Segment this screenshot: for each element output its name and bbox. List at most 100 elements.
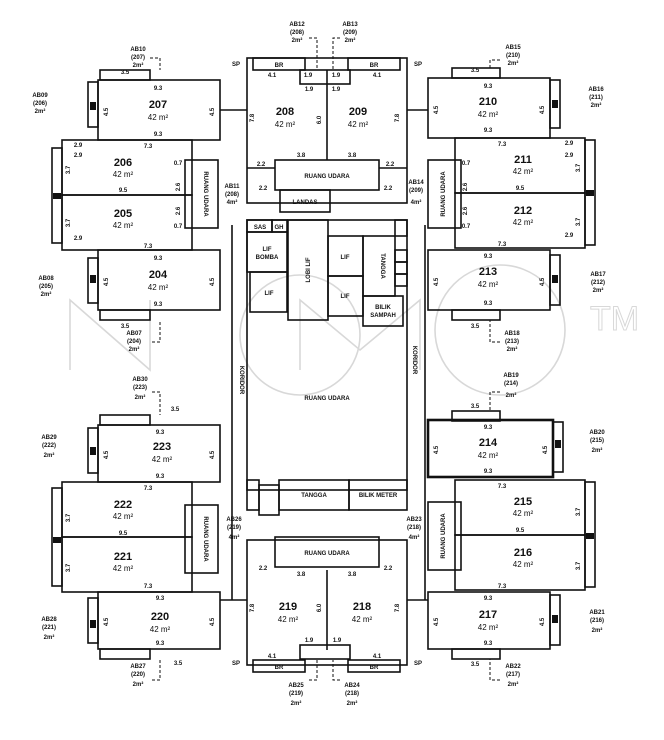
left-wing <box>51 69 233 660</box>
unit-area: 42 m² <box>148 113 169 122</box>
dimension: 9.3 <box>156 430 165 436</box>
svg-text:2m²: 2m² <box>508 681 519 688</box>
ac-ledge: AB23(218)4m² <box>406 517 422 541</box>
lift-label: LIF <box>265 291 274 297</box>
dimension: 9.3 <box>484 254 493 260</box>
dimension: 0.7 <box>174 224 183 230</box>
dimension: 4.5 <box>104 617 110 626</box>
svg-text:2m²: 2m² <box>347 700 358 707</box>
svg-text:2m²: 2m² <box>133 681 144 688</box>
dimension: 3.5 <box>121 324 130 330</box>
unit-area: 42 m² <box>348 120 369 129</box>
dimension: 3.5 <box>121 70 130 76</box>
dimension: 3.7 <box>576 217 582 226</box>
svg-text:(220): (220) <box>131 672 145 678</box>
air-well-label: RUANG UDARA <box>202 171 208 217</box>
svg-text:AB20: AB20 <box>589 430 605 436</box>
dimension: 4.1 <box>373 654 382 660</box>
watermark-letter-m <box>299 298 421 370</box>
dimension: 3.7 <box>66 513 72 522</box>
ac-ledge: AB24(218)2m² <box>344 683 360 707</box>
svg-text:2m²: 2m² <box>507 346 518 353</box>
dimension: 3.8 <box>297 572 306 578</box>
dimension: 9.3 <box>484 469 493 475</box>
dimension: 9.5 <box>516 528 525 534</box>
ac-ledge: AB18(213)2m² <box>504 331 520 353</box>
landing-label: LANDAS <box>293 200 318 206</box>
svg-text:(206): (206) <box>33 101 47 107</box>
ac-ledge: AB29(222)2m² <box>41 435 57 459</box>
svg-text:(205): (205) <box>39 284 53 290</box>
dimension: 3.5 <box>471 324 480 330</box>
svg-text:(204): (204) <box>127 339 141 345</box>
sp-label: SP <box>414 661 422 667</box>
dimension: 4.5 <box>210 277 216 286</box>
dimension: 3.7 <box>576 561 582 570</box>
dimension: 7.3 <box>144 244 153 250</box>
svg-text:AB30: AB30 <box>132 377 148 383</box>
dimension: 2.2 <box>259 186 268 192</box>
unit-number: 222 <box>114 499 132 511</box>
ac-ledge: AB19(214)2m² <box>503 373 519 399</box>
unit-area: 42 m² <box>478 451 499 460</box>
svg-text:2m²: 2m² <box>35 108 46 115</box>
dimension: 3.5 <box>174 661 183 667</box>
dimension: 1.9 <box>332 87 341 93</box>
dimension: 6.0 <box>317 115 323 124</box>
dimension: 4.5 <box>434 617 440 626</box>
air-well-label: RUANG UDARA <box>304 396 350 402</box>
unit-number: 213 <box>479 266 497 278</box>
svg-text:AB27: AB27 <box>130 664 146 670</box>
unit-area: 42 m² <box>352 615 373 624</box>
svg-text:2m²: 2m² <box>291 700 302 707</box>
sp-label: SP <box>414 62 422 68</box>
unit-area: 42 m² <box>513 560 534 569</box>
unit-number: 223 <box>153 441 171 453</box>
sp-label: SP <box>232 661 240 667</box>
meter-room-label: BILIK METER <box>359 493 398 499</box>
dimension: 3.8 <box>348 572 357 578</box>
unit-number: 219 <box>279 601 297 613</box>
dimension: 4.5 <box>210 617 216 626</box>
dimension: 2.2 <box>384 566 393 572</box>
air-well-bottom <box>274 536 380 568</box>
svg-text:(219): (219) <box>227 525 241 531</box>
svg-text:(211): (211) <box>589 95 603 101</box>
svg-text:2m²: 2m² <box>44 452 55 459</box>
svg-text:AB07: AB07 <box>126 331 142 337</box>
svg-text:(210): (210) <box>506 53 520 59</box>
dimension: 4.1 <box>268 654 277 660</box>
dimension: 2.6 <box>176 206 182 215</box>
dimension: 3.7 <box>576 507 582 516</box>
svg-text:2m²: 2m² <box>292 37 303 44</box>
dimension: 9.3 <box>154 302 163 308</box>
dimension: 3.5 <box>471 404 480 410</box>
dimension: 3.8 <box>348 153 357 159</box>
ac-ledge: AB27 (220) 2m² <box>130 664 146 688</box>
dimension: 9.3 <box>154 86 163 92</box>
air-well-label: RUANG UDARA <box>304 551 350 557</box>
unit-area: 42 m² <box>150 625 171 634</box>
svg-text:(208): (208) <box>225 192 239 198</box>
dimension: 2.2 <box>257 162 266 168</box>
ac-ledge: AB25(219)2m² <box>288 683 304 707</box>
dimension: 3.5 <box>171 407 180 413</box>
dimension: 7.8 <box>395 603 401 612</box>
svg-text:(218): (218) <box>407 525 421 531</box>
unit-number: 215 <box>514 496 532 508</box>
dimension: 9.5 <box>516 186 525 192</box>
svg-text:AB09: AB09 <box>32 93 48 99</box>
corridor-label: KORIDOR <box>238 366 244 395</box>
lift-label: LIF <box>263 247 272 253</box>
svg-text:2m²: 2m² <box>506 392 517 399</box>
svg-text:(207): (207) <box>131 55 145 61</box>
ac-ledge: AB09 (206)2m² <box>32 93 48 115</box>
svg-text:2m²: 2m² <box>508 60 519 67</box>
unit-area: 42 m² <box>478 110 499 119</box>
dimension: 2.9 <box>74 143 83 149</box>
svg-text:AB10: AB10 <box>130 47 146 53</box>
dimension: 1.9 <box>305 638 314 644</box>
svg-text:2m²: 2m² <box>593 287 604 294</box>
dimension: 7.3 <box>498 484 507 490</box>
ac-ledge: AB12(208)2m² <box>289 22 305 44</box>
